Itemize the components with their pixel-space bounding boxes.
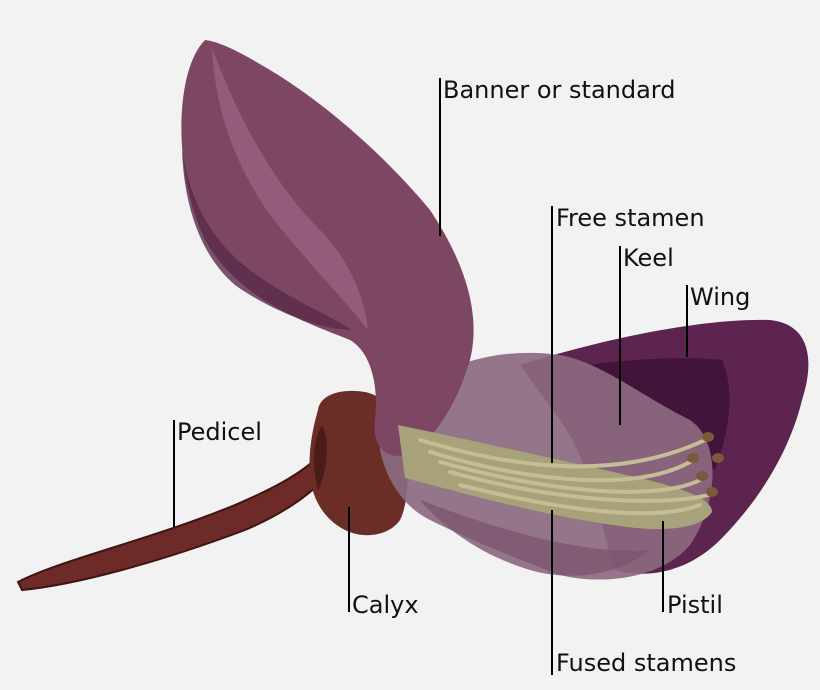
banner-dark-edge: [182, 150, 352, 330]
label-free-stamen: Free stamen: [556, 204, 705, 232]
label-pistil: Pistil: [667, 591, 723, 619]
anther: [706, 487, 718, 497]
label-calyx: Calyx: [352, 591, 419, 619]
stamen-filament-2: [428, 450, 692, 483]
label-banner: Banner or standard: [443, 76, 676, 104]
calyx-shading: [313, 425, 327, 490]
stamen-filament-3: [438, 460, 702, 494]
anther: [696, 471, 708, 481]
label-keel: Keel: [623, 244, 674, 272]
anthers: [687, 432, 724, 497]
anther: [702, 432, 714, 442]
stamen-filament-4: [448, 470, 710, 503]
free-stamen-filament: [418, 438, 707, 469]
anther: [687, 453, 699, 463]
filaments: [418, 438, 710, 516]
leader-lines: [173, 78, 688, 675]
label-pedicel: Pedicel: [177, 418, 262, 446]
label-fused-stamens: Fused stamens: [556, 649, 737, 677]
label-wing: Wing: [690, 283, 751, 311]
keel-lower-tone: [420, 500, 650, 576]
pistil-filament: [458, 483, 702, 516]
anther: [712, 453, 724, 463]
banner-highlight: [212, 48, 368, 330]
